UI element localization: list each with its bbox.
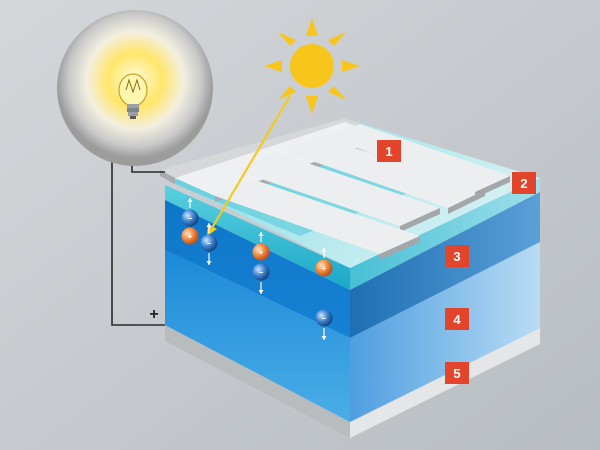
layer-label-5: 5 (445, 362, 469, 384)
electron-sign-1: − (207, 239, 212, 248)
electron-sign-5: − (322, 314, 327, 323)
layer-label-1: 1 (377, 140, 401, 162)
front-top-layer (165, 185, 350, 290)
layer-label-3: 3 (445, 245, 469, 267)
electron-sign-6: − (188, 214, 193, 223)
layer-label-4: 4 (445, 308, 469, 330)
hole-sign-4: + (322, 264, 327, 273)
front-p-layer (165, 250, 350, 422)
sun-icon (264, 18, 360, 114)
layer-label-2: 2 (512, 172, 536, 194)
side-p-layer (350, 242, 540, 422)
electron-3 (252, 263, 270, 281)
svg-text:2: 2 (520, 176, 527, 191)
electron-sign-3: − (259, 268, 264, 277)
hole-0 (181, 227, 199, 245)
svg-text:4: 4 (453, 312, 461, 327)
svg-text:1: 1 (385, 144, 392, 159)
positive-terminal-sign: + (149, 306, 158, 323)
hole-sign-2: + (259, 248, 264, 257)
charge-carriers: + − + − + − − (181, 198, 333, 340)
electron-1 (200, 234, 218, 252)
hole-2 (252, 243, 270, 261)
electron-5 (315, 309, 333, 327)
light-bulb-icon (57, 10, 213, 166)
electron-6 (181, 209, 199, 227)
side-top-layer (350, 178, 540, 290)
svg-text:5: 5 (453, 366, 460, 381)
hole-sign-0: + (188, 232, 193, 241)
svg-text:3: 3 (453, 249, 460, 264)
hole-4 (315, 259, 333, 277)
